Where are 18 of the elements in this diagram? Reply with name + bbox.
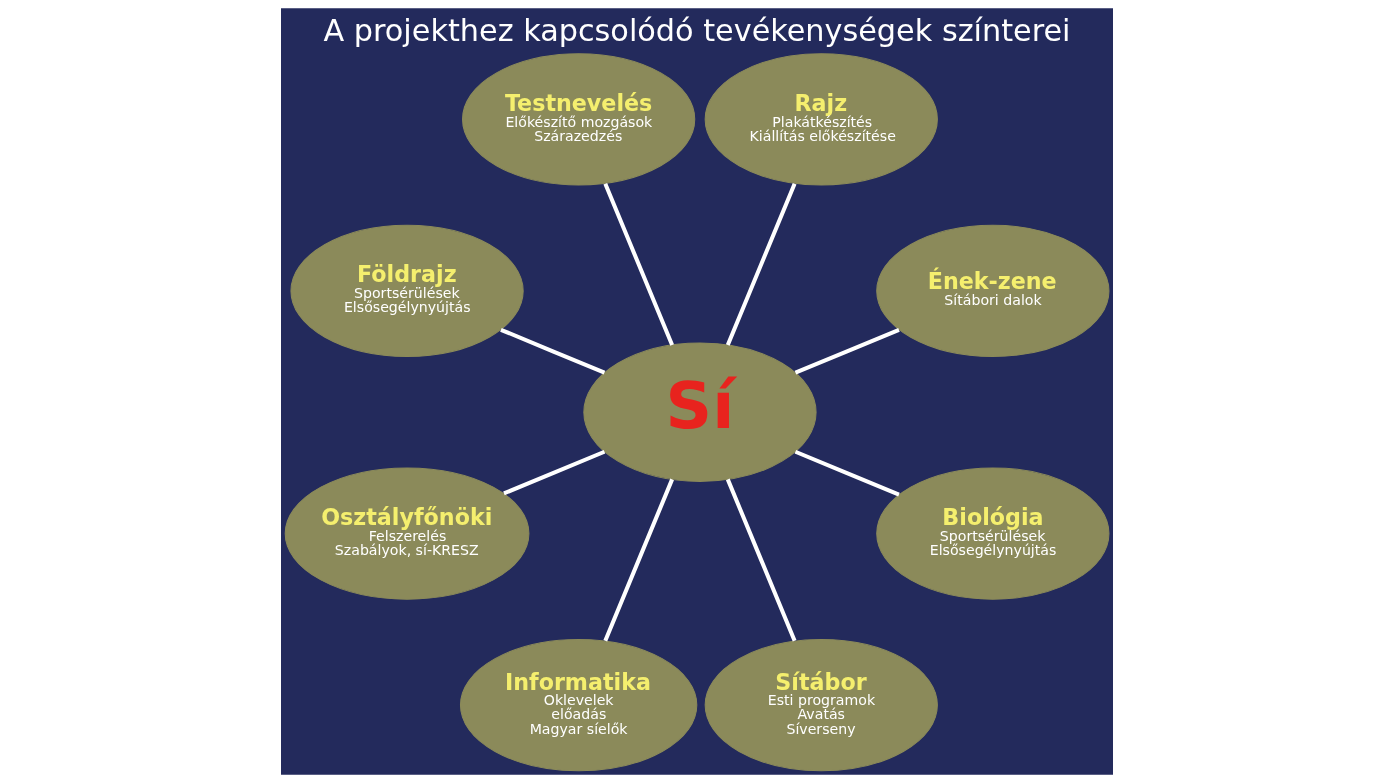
connector	[794, 327, 900, 375]
connector	[602, 182, 674, 346]
node-ellipse: Rajz Plakátkészítés Kiállítás előkészítése	[704, 53, 938, 186]
node-ellipse: Informatika Oklevelek előadás Magyar síelők	[459, 638, 697, 772]
connector	[502, 449, 605, 496]
node-ellipse: Testnevelés Előkészítő mozgások Szárazedzés	[461, 53, 695, 186]
node-ellipse: Földrajz Sportsérülések Elsősegélynyújtás	[289, 224, 524, 358]
connector	[499, 327, 605, 375]
node-ellipse: Biológia Sportsérülések Elsősegélynyújtás	[875, 467, 1109, 600]
connector	[602, 478, 674, 642]
connector	[725, 182, 796, 346]
node-ellipse: Sítábor Esti programok Avatás Síverseny	[704, 638, 938, 772]
connector	[725, 478, 796, 642]
diagram-title: A projekthez kapcsolódó tevékenységek színterei	[323, 12, 1070, 48]
connector	[794, 449, 900, 497]
node-ellipse: Ének-zene Sítábori dalok	[875, 224, 1109, 358]
node-ellipse: Sí	[582, 342, 817, 482]
node-ellipse: Osztályfőnöki Felszerelés Szabályok, sí-KRESZ	[284, 467, 529, 600]
